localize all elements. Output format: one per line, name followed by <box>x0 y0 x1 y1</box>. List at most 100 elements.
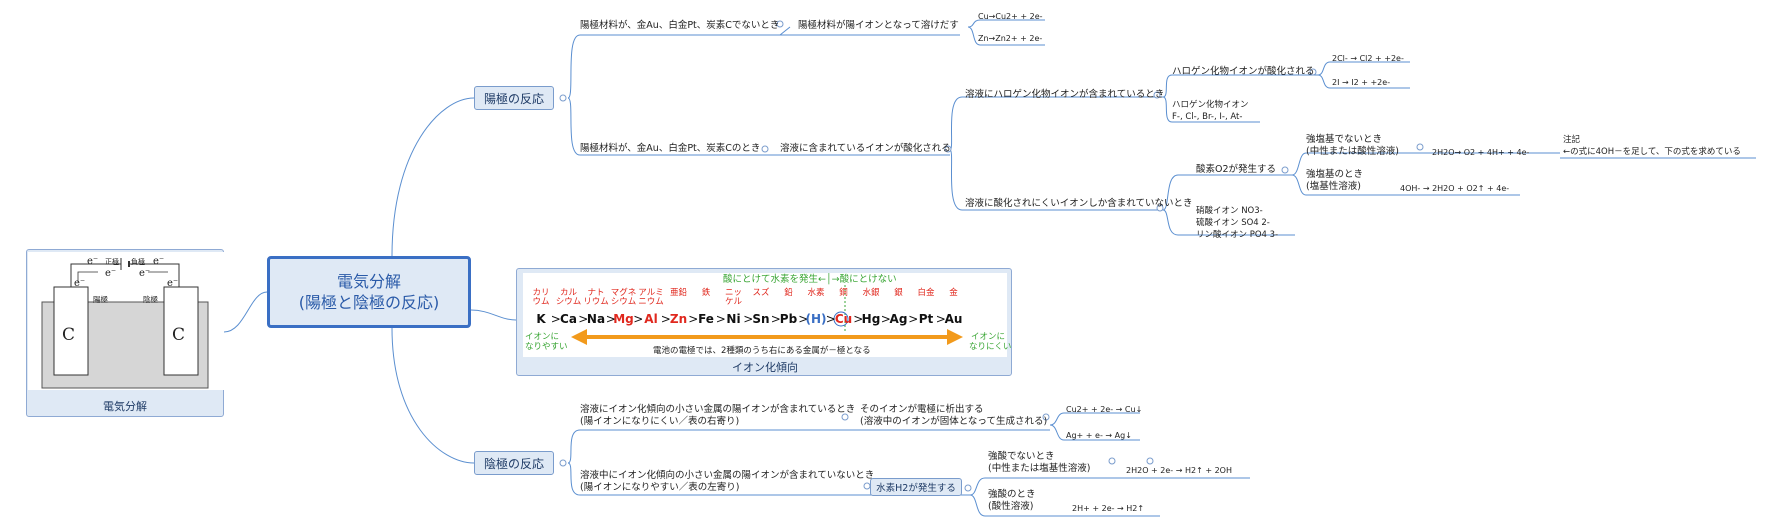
series-bottom-label: 電池の電極では、2種類のうち右にある金属が－極となる <box>653 346 871 356</box>
cell-electron-1: e⁻ <box>87 256 99 267</box>
cathode-branch1-child-2[interactable]: (溶液中のイオンが固体となって生成される) <box>860 416 1048 427</box>
series-arrows <box>571 285 963 345</box>
other-ions-condition[interactable]: 溶液に酸化されにくいイオンしか含まれていないとき <box>965 198 1193 209</box>
cathode-branch1-label-1[interactable]: 溶液にイオン化傾向の小さい金属の陽イオンが含まれているとき <box>580 404 856 415</box>
ions-nitrate[interactable]: 硝酸イオン NO3- <box>1196 206 1263 216</box>
series-greater-than-icon: > <box>880 312 891 326</box>
series-element-symbol: Ca <box>560 312 577 326</box>
halogen-oxidized[interactable]: ハロゲン化物イオンが酸化される <box>1172 66 1315 77</box>
series-greater-than-icon: > <box>935 312 946 326</box>
ions-phosphate[interactable]: リン酸イオン PO4 3- <box>1196 230 1279 240</box>
cell-electrode-right: C <box>172 325 186 345</box>
series-element-name: カリ ウム <box>532 288 550 307</box>
series-element-symbol: K <box>536 312 546 326</box>
halogen-condition[interactable]: 溶液にハロゲン化物イオンが含まれているとき <box>965 89 1165 100</box>
cathode-branch2-label-2[interactable]: (陽イオンになりやすい／表の左寄り) <box>580 482 740 493</box>
ions-sulfate[interactable]: 硫酸イオン SO4 2- <box>1196 218 1270 228</box>
halogen-eq-i[interactable]: 2I → I2 + +2e- <box>1332 78 1391 87</box>
cell-electron-5: e⁻ <box>74 278 86 289</box>
series-element-name: 金 <box>949 288 958 298</box>
cathode-eq-neutral[interactable]: 2H2O + 2e- → H2↑ + 2OH <box>1126 466 1232 475</box>
series-element-symbol: Na <box>586 312 606 326</box>
oxygen-generated[interactable]: 酸素O2が発生する <box>1196 164 1277 175</box>
cathode-node[interactable]: 陰極の反応 <box>474 451 554 475</box>
series-element-symbol: Zn <box>669 312 688 326</box>
series-element-name: ナト リウム <box>583 288 609 307</box>
series-element-name: マグネ シウム <box>610 288 637 307</box>
series-element-symbol: Cu <box>834 312 853 326</box>
cathode-eq-acid[interactable]: 2H+ + 2e- → H2↑ <box>1072 504 1145 513</box>
neutral-condition-2[interactable]: (中性または酸性溶液) <box>1306 146 1399 157</box>
series-caption: イオン化傾向 <box>732 361 798 374</box>
hydrogen-generated-node[interactable]: 水素H2が発生する <box>870 478 962 496</box>
cell-positive-label: 正極 <box>105 258 119 266</box>
series-greater-than-icon: > <box>633 312 644 326</box>
anode-eq-cu[interactable]: Cu→Cu2+ + 2e- <box>978 12 1043 21</box>
cell-electron-4: e⁻ <box>153 256 165 267</box>
cathode-neutral-1[interactable]: 強酸でないとき <box>988 451 1055 462</box>
series-element-name: 水銀 <box>862 288 880 298</box>
series-greater-than-icon: > <box>825 312 836 326</box>
anode-branch2-child[interactable]: 溶液に含まれているイオンが酸化される <box>780 143 951 154</box>
cathode-branch1-label-2[interactable]: (陽イオンになりにくい／表の右寄り) <box>580 416 740 427</box>
anode-eq-zn[interactable]: Zn→Zn2+ + 2e- <box>978 34 1043 43</box>
note-body[interactable]: ←の式に4OH－を足して、下の式を求めている <box>1563 147 1741 157</box>
basic-condition-1[interactable]: 強塩基のとき <box>1306 169 1364 180</box>
series-element-symbol: Pb <box>779 312 798 326</box>
root-node[interactable]: 電気分解 (陽極と陰極の反応) <box>267 256 471 328</box>
series-element-symbol: Au <box>944 312 963 326</box>
eq-basic-oxygen[interactable]: 4OH- → 2H2O + O2↑ + 4e- <box>1400 184 1510 193</box>
series-greater-than-icon: > <box>908 312 919 326</box>
series-left-label-2: なりやすい <box>525 342 568 352</box>
cell-electrode-left: C <box>62 325 76 345</box>
series-element-symbol: Sn <box>752 312 770 326</box>
series-element-name: アルミ ニウム <box>638 288 664 307</box>
root-title: 電気分解 <box>336 272 401 291</box>
anode-branch1-child[interactable]: 陽極材料が陽イオンとなって溶けだす <box>798 20 959 31</box>
series-greater-than-icon: > <box>743 312 754 326</box>
halogen-note-title[interactable]: ハロゲン化物イオン <box>1172 100 1249 110</box>
series-greater-than-icon: > <box>660 312 671 326</box>
series-element-symbol: Pt <box>918 312 934 326</box>
series-element-symbol: Fe <box>698 312 714 326</box>
cathode-acid-1[interactable]: 強酸のとき <box>988 489 1036 500</box>
series-element-name: カル シウム <box>555 288 582 307</box>
series-element-name: 銀 <box>894 288 903 298</box>
series-element-symbol: Mg <box>613 312 634 326</box>
halogen-eq-cl[interactable]: 2Cl- → Cl2 + +2e- <box>1332 54 1404 63</box>
note-title[interactable]: 注記 <box>1563 135 1581 145</box>
series-element-name: 鉛 <box>784 288 793 298</box>
cell-negative-label: 負極 <box>131 258 145 266</box>
anode-node[interactable]: 陽極の反応 <box>474 86 554 110</box>
cell-electron-2: e⁻ <box>105 268 117 279</box>
cathode-branch1-child-1[interactable]: そのイオンが電極に析出する <box>860 404 984 415</box>
cathode-eq-ag[interactable]: Ag+ + e- → Ag↓ <box>1066 431 1132 440</box>
series-left-label-1: イオンに <box>525 332 560 342</box>
halogen-note-list[interactable]: F-, Cl-, Br-, I-, At- <box>1172 112 1243 122</box>
electrolysis-panel: 正極 負極 e⁻ e⁻ e⁻ e⁻ e⁻ e⁻ 陽極 陰極 C C 電気分解 <box>26 249 224 417</box>
series-element-name: 白金 <box>917 288 935 298</box>
series-element-symbol: Al <box>644 312 658 326</box>
cathode-neutral-2[interactable]: (中性または塩基性溶液) <box>988 463 1091 474</box>
cell-electron-6: e⁻ <box>167 278 179 289</box>
series-element-name: 銅 <box>839 288 848 298</box>
series-element-symbol: (H) <box>805 312 827 326</box>
series-greater-than-icon: > <box>605 312 616 326</box>
anode-branch2-label[interactable]: 陽極材料が、金Au、白金Pt、炭素Cのとき <box>580 143 761 154</box>
root-subtitle: (陽極と陰極の反応) <box>298 293 440 312</box>
basic-condition-2[interactable]: (塩基性溶液) <box>1306 181 1361 192</box>
eq-neutral-oxygen[interactable]: 2H2O→ O2 + 4H+ + 4e- <box>1432 148 1530 157</box>
series-greater-than-icon: > <box>578 312 589 326</box>
cathode-branch2-label-1[interactable]: 溶液中にイオン化傾向の小さい金属の陽イオンが含まれていないとき <box>580 470 875 481</box>
neutral-condition-1[interactable]: 強塩基でないとき <box>1306 134 1383 145</box>
series-greater-than-icon: > <box>715 312 726 326</box>
cathode-eq-cu[interactable]: Cu2+ + 2e- → Cu↓ <box>1066 405 1143 414</box>
series-element-name: ニッ ケル <box>724 288 742 307</box>
cathode-acid-2[interactable]: (酸性溶液) <box>988 501 1034 512</box>
anode-branch1-label[interactable]: 陽極材料が、金Au、白金Pt、炭素Cでないとき <box>580 20 780 31</box>
series-top-label: 酸にとけて水素を発生←│→酸にとけない <box>723 274 897 285</box>
series-greater-than-icon: > <box>853 312 864 326</box>
series-right-label-1: イオンに <box>971 332 1006 342</box>
